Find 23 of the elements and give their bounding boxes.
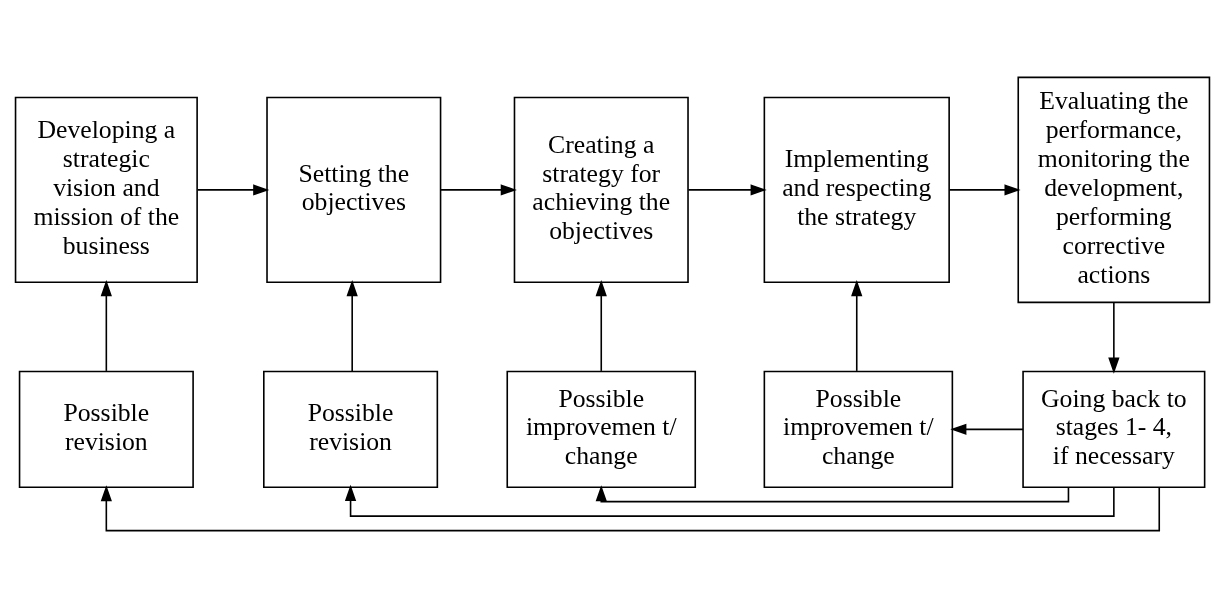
node-box: Going back to stages 1- 4, if necessary (1022, 370, 1206, 488)
node-box: Possible improvemen t/ change (506, 370, 697, 488)
node-box: Setting the objectives (266, 96, 442, 283)
arrow (196, 183, 270, 196)
arrow (687, 183, 767, 196)
node-box: Implementing and respecting the strategy (763, 96, 950, 283)
arrow (948, 183, 1021, 196)
node-box: Developing a strategic vision and mission of the business (14, 96, 198, 283)
node-box: Evaluating the performance, monitoring the development, performing corrective actions (1017, 76, 1211, 303)
arrow (100, 484, 1161, 531)
arrow (346, 279, 358, 372)
arrow (595, 279, 607, 372)
node-box: Possible improvemen t/ change (763, 370, 954, 488)
node-box: Possible revision (18, 370, 194, 488)
arrow (440, 183, 517, 196)
arrow (595, 484, 1070, 502)
node-box: Creating a strategy for achieving the objectives (513, 96, 689, 283)
arrow (344, 484, 1115, 517)
arrow (1108, 301, 1120, 374)
arrow (100, 279, 112, 372)
arrow (950, 423, 1024, 435)
arrow (851, 279, 863, 372)
node-box: Possible revision (263, 370, 439, 488)
